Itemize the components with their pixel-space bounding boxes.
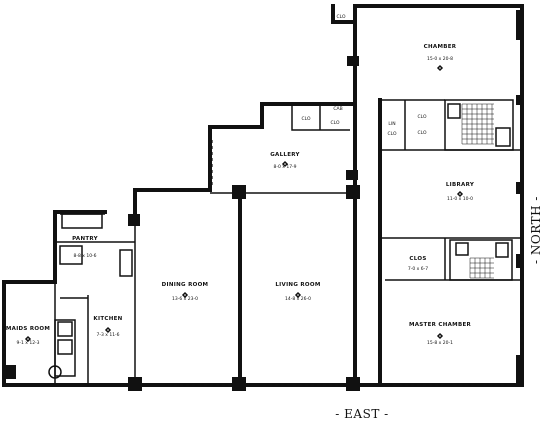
room-dims-chamber: 15-0 x 20-8 (427, 56, 453, 62)
room-label-pantry: PANTRY (72, 236, 99, 242)
room-labels: CHAMBER 15-0 x 20-8 GALLERY 8-0 x 17-9 L… (6, 44, 475, 346)
doors-windows (3, 50, 523, 386)
compass-east-label: - EAST - (335, 407, 388, 421)
room-dims-library: 11-0 x 10-0 (447, 196, 473, 202)
room-label-maids: MAIDS ROOM (6, 326, 50, 332)
room-dims-closet-library: 7-0 x 6-7 (408, 266, 428, 272)
kitchen-fixtures (48, 213, 133, 379)
label-clo-top: CLO (336, 14, 345, 20)
room-label-dining: DINING ROOM (162, 282, 209, 288)
room-label-chamber: CHAMBER (424, 44, 457, 50)
room-dims-dining: 13-6 x 23-0 (172, 296, 198, 302)
label-clo-c: CLO (387, 131, 396, 137)
room-label-kitchen: KITCHEN (93, 316, 122, 322)
exterior-walls (2, 4, 524, 387)
room-dims-living: 14-8 x 26-0 (285, 296, 311, 302)
room-label-library: LIBRARY (446, 182, 475, 188)
room-label-closet-library: CLOS (409, 256, 426, 262)
label-clo-e: CLO (417, 130, 426, 136)
small-labels: CLO CLO CLO CAB LIN CLO CLO CLO (301, 14, 426, 137)
label-lin: LIN (388, 121, 395, 127)
room-label-gallery: GALLERY (270, 152, 300, 158)
room-label-living: LIVING ROOM (275, 282, 320, 288)
compass-north-label: - NORTH - (529, 196, 543, 264)
bathroom-lower (449, 239, 513, 281)
room-dims-gallery: 8-0 x 17-9 (273, 164, 296, 170)
outlet-markers (24, 64, 464, 343)
bathroom-upper (444, 99, 514, 151)
label-cab: CAB (333, 106, 342, 112)
room-dims-kitchen: 7-3 x 11-6 (96, 332, 119, 338)
label-clo-d: CLO (417, 114, 426, 120)
label-clo-b: CLO (330, 120, 339, 126)
room-dims-master: 15-8 x 20-1 (427, 340, 453, 346)
label-clo-a: CLO (301, 116, 310, 122)
room-dims-pantry: 8-8 x 10-6 (73, 253, 96, 259)
room-dims-maids: 9-1 x 12-3 (16, 340, 39, 346)
piers (2, 10, 524, 391)
room-label-master: MASTER CHAMBER (409, 322, 472, 328)
